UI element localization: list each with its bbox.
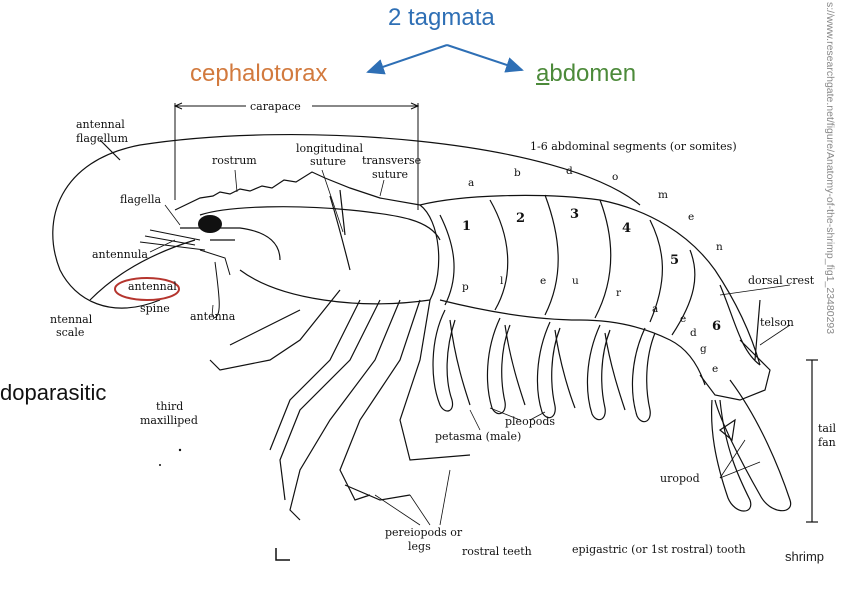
abdomen-outline xyxy=(419,194,761,386)
flagella-label: flagella xyxy=(120,193,161,206)
pleopods-label: pleopods xyxy=(505,415,555,428)
carapace-bracket xyxy=(173,102,420,210)
pereiopods-label-2: legs xyxy=(408,540,431,553)
segment-number: 3 xyxy=(570,207,579,222)
pleura-letter: a xyxy=(652,303,658,315)
antennal-spine-label-1: antennal xyxy=(128,280,177,293)
pleopods xyxy=(432,309,656,423)
tail-fan-label-2: fan xyxy=(818,436,836,449)
telson-letter: d xyxy=(690,327,697,339)
bracket-mark xyxy=(275,548,290,561)
telson-letter: e xyxy=(680,313,686,325)
pleura-letter: p xyxy=(462,281,469,293)
pereiopods-label-1: pereiopods or xyxy=(385,526,463,539)
dorsal-crest-label: dorsal crest xyxy=(748,274,815,287)
segment-number: 6 xyxy=(712,319,721,334)
pleura-letter: l xyxy=(500,275,504,287)
highlight-ellipse xyxy=(114,277,180,301)
abdomen-letter: n xyxy=(716,241,723,253)
rostral-teeth-label: rostral teeth xyxy=(462,545,532,558)
third-maxilliped-label-2: maxilliped xyxy=(140,414,198,427)
eye-icon xyxy=(198,215,222,233)
telson-letter: e xyxy=(712,363,718,375)
uropod-label: uropod xyxy=(660,472,700,485)
abdomen-label: abdomen xyxy=(536,60,636,88)
pleura-letter: e xyxy=(540,275,546,287)
slide-title: 2 tagmata xyxy=(388,4,495,31)
segment-number: 5 xyxy=(670,253,679,268)
antennula-label: antennula xyxy=(92,248,148,261)
abdominal-segments-label: 1-6 abdominal segments (or somites) xyxy=(530,140,737,153)
tagmata-arrows xyxy=(366,44,524,75)
abdomen-letter: o xyxy=(612,171,618,183)
antennal-scale-label-1: ntennal xyxy=(50,313,93,326)
flagella-lines xyxy=(139,229,231,319)
petasma-label: petasma (male) xyxy=(435,430,521,443)
abdomen-first-letter: a xyxy=(536,60,550,87)
antennal-spine-label-2: spine xyxy=(140,302,170,315)
cephalothorax-outline xyxy=(174,171,441,305)
antennal-scale-label-2: scale xyxy=(56,326,84,339)
carapace-text: carapace xyxy=(250,100,301,113)
antenna-label: antenna xyxy=(190,310,236,323)
abdomen-letter: a xyxy=(468,177,474,189)
leader-lines xyxy=(149,169,791,526)
antennal-flagellum-label-2: flagellum xyxy=(76,132,129,145)
pleura-letter: r xyxy=(616,287,622,299)
epigastric-label: epigastric (or 1st rostral) tooth xyxy=(572,543,746,556)
telson-letter: g xyxy=(700,343,707,355)
longitudinal-label-1: longitudinal xyxy=(296,142,363,155)
abdomen-letter: m xyxy=(658,189,668,201)
transverse-label-2: suture xyxy=(372,168,408,181)
segment-number: 2 xyxy=(516,211,525,226)
shrimp-caption: shrimp xyxy=(785,549,825,564)
speck-2 xyxy=(159,464,161,466)
tail-fan-outline xyxy=(699,299,818,523)
telson-label: telson xyxy=(760,316,794,329)
longitudinal-label-2: suture xyxy=(310,155,346,168)
tail-fan-label-1: tail xyxy=(818,422,836,435)
pleura-letter: u xyxy=(572,275,579,287)
antennal-flagellum-curve xyxy=(52,134,641,309)
pereiopods xyxy=(209,289,471,521)
segment-number: 4 xyxy=(622,221,631,236)
cut-off-side-text: doparasitic xyxy=(0,380,107,405)
rostrum-label: rostrum xyxy=(212,154,257,167)
abdomen-letter: d xyxy=(566,165,573,177)
antennal-flagellum-label-1: antennal xyxy=(76,118,125,131)
segment-number: 1 xyxy=(462,219,471,234)
abdomen-letter: b xyxy=(514,167,521,179)
abdomen-letter: e xyxy=(688,211,694,223)
cephalothorax-label: cephalotorax xyxy=(190,60,328,87)
speck-1 xyxy=(178,448,182,452)
transverse-label-1: transverse xyxy=(362,154,421,167)
abdomen-rest: bdomen xyxy=(549,60,637,87)
third-maxilliped-label-1: third xyxy=(156,400,183,413)
